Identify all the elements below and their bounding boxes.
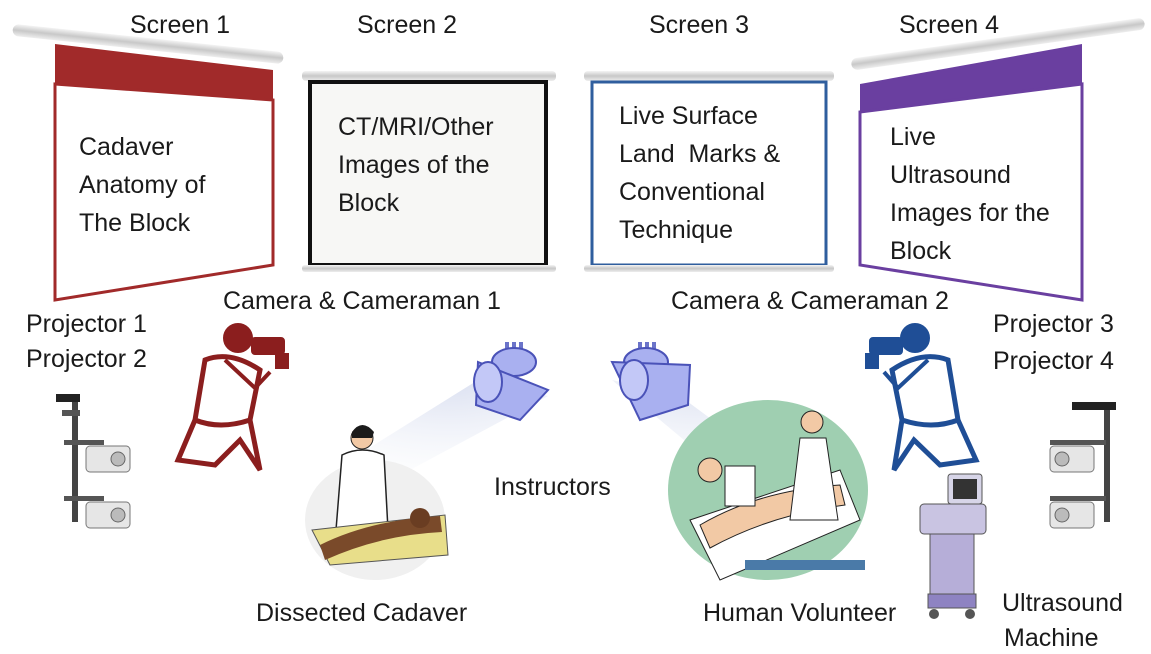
screen-4-graphic: [851, 18, 1145, 302]
screen-3-content: Live Surface Land Marks & Conventional T…: [619, 97, 780, 249]
projector-3-label: Projector 3: [993, 310, 1114, 338]
screen-4-title: Screen 4: [899, 11, 1000, 39]
ultrasound-machine-label-line1: Ultrasound: [1002, 589, 1123, 617]
screen-2-title: Screen 2: [357, 11, 458, 39]
dissected-cadaver-label: Dissected Cadaver: [256, 599, 468, 627]
projector-stand-left-icon: [56, 394, 131, 529]
overhead-camera-1-icon: [473, 342, 550, 422]
camera-1-label: Camera & Cameraman 1: [223, 287, 501, 315]
ultrasound-machine-icon: [919, 473, 987, 619]
screen-1-graphic: [12, 24, 284, 302]
screen-2-line: CT/MRI/Other: [338, 113, 494, 141]
screen-1-line: Anatomy of: [79, 171, 206, 199]
screen-2-graphic: [302, 71, 556, 272]
screen-3-line: Land Marks &: [619, 140, 781, 168]
screen-3-line: Live Surface: [619, 102, 758, 130]
screen-4-line: Ultrasound: [890, 161, 1011, 189]
human-volunteer-label: Human Volunteer: [703, 599, 897, 627]
screen-4-line: Live: [890, 123, 936, 151]
human-volunteer-illustration: [668, 400, 868, 581]
camera-2-label: Camera & Cameraman 2: [671, 287, 949, 315]
screen-3-title: Screen 3: [649, 11, 750, 39]
cadaver-instructor-illustration: [305, 425, 449, 580]
screen-4-line: Images for the: [890, 199, 1050, 227]
overhead-camera-2-icon: [610, 342, 692, 422]
screen-3-line: Technique: [619, 216, 733, 244]
cameraman-1-icon: [174, 323, 289, 472]
screen-2-content: CT/MRI/Other Images of the Block: [338, 108, 494, 222]
screen-1-line: The Block: [79, 209, 191, 237]
projector-stand-right-icon: [1049, 402, 1116, 529]
screen-3-graphic: [584, 71, 834, 272]
screen-4-content: Live Ultrasound Images for the Block: [890, 118, 1050, 270]
cameraman-2-icon: [865, 323, 980, 472]
ultrasound-machine-label-line2: Machine: [1004, 624, 1099, 652]
screen-4-line: Block: [890, 237, 952, 265]
screen-2-line: Block: [338, 189, 400, 217]
screen-2-line: Images of the: [338, 151, 490, 179]
projector-2-label: Projector 2: [26, 345, 147, 373]
projector-1-label: Projector 1: [26, 310, 147, 338]
instructors-label: Instructors: [494, 473, 611, 501]
screen-3-line: Conventional: [619, 178, 765, 206]
screen-1-title: Screen 1: [130, 11, 231, 39]
projector-4-label: Projector 4: [993, 347, 1114, 375]
screen-1-content: Cadaver Anatomy of The Block: [79, 128, 205, 242]
screen-1-line: Cadaver: [79, 133, 174, 161]
